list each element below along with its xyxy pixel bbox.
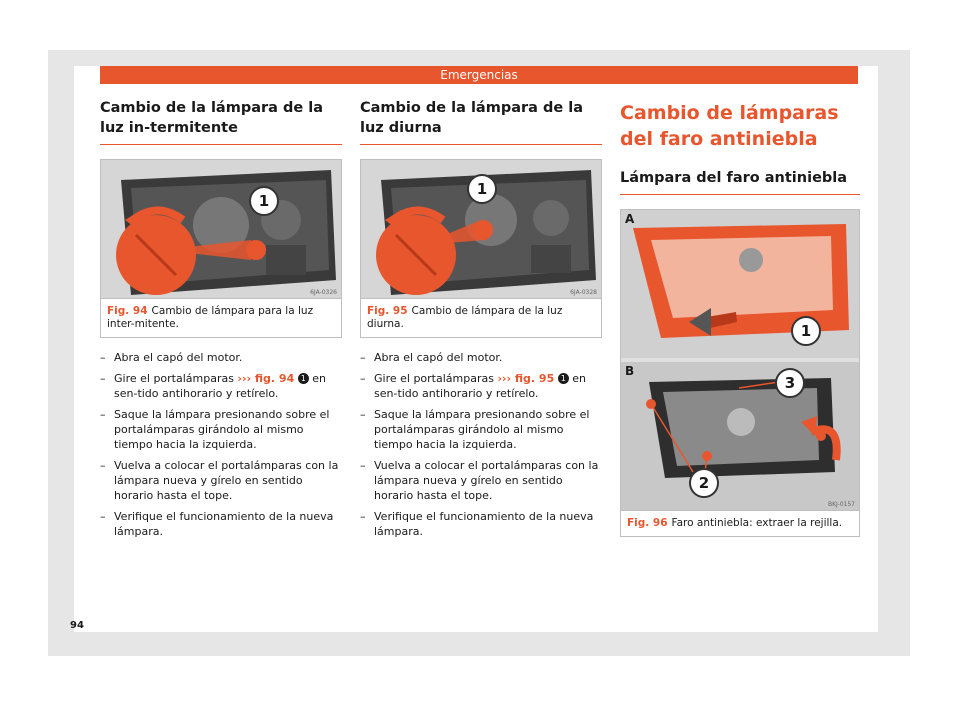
fog-light-title: Cambio de lámparas del faro antiniebla — [620, 102, 839, 150]
figure-code: 6JA-0328 — [570, 289, 597, 296]
figure-reference[interactable]: ››› fig. 95 — [497, 372, 555, 385]
figure-reference[interactable]: ››› fig. 94 — [237, 372, 295, 385]
heading-daytime-light: Cambio de la lámpara de la luz diurna — [360, 98, 602, 145]
marker-3: 3 — [775, 368, 805, 398]
page-number: 94 — [70, 620, 84, 631]
caption-text: Faro antiniebla: extraer la rejilla. — [671, 517, 843, 529]
callout-number: 1 — [297, 373, 309, 384]
fog-light-section: Lámpara del faro antiniebla — [620, 168, 860, 195]
step-1: Abra el capó del motor. — [360, 350, 602, 365]
step-4: Vuelva a colocar el portalámparas con la… — [100, 458, 342, 503]
steps-list: Abra el capó del motor. Gire el portalám… — [360, 350, 602, 539]
section-header: Emergencias — [100, 66, 858, 84]
column-turn-signal: Cambio de la lámpara de la luz in-termit… — [100, 98, 342, 545]
caption-text: Cambio de lámpara de la luz diurna. — [367, 305, 563, 330]
figure-label: Fig. 94 — [107, 305, 148, 317]
step-4: Vuelva a colocar el portalámparas con la… — [360, 458, 602, 503]
headlight-image: 1 6JA-0328 — [361, 160, 601, 298]
step-2: Gire el portalámparas ››› fig. 94 1 en s… — [100, 371, 342, 401]
step-1: Abra el capó del motor. — [100, 350, 342, 365]
callout-number: 1 — [557, 373, 569, 384]
step-5: Verifique el funcionamiento de la nueva … — [100, 509, 342, 539]
marker-2: 2 — [689, 468, 719, 498]
marker-1: 1 — [249, 186, 279, 216]
headlight-image: 1 6JA-0326 — [101, 160, 341, 298]
figure-label: Fig. 96 — [627, 517, 668, 529]
figure-code: 6JA-0326 — [310, 289, 337, 296]
fog-light-image: A B 1 3 2 BKJ-0157 — [621, 210, 859, 510]
steps-list: Abra el capó del motor. Gire el portalám… — [100, 350, 342, 539]
step-2: Gire el portalámparas ››› fig. 95 1 en s… — [360, 371, 602, 401]
heading-turn-signal: Cambio de la lámpara de la luz in-termit… — [100, 98, 342, 145]
column-fog-light: Cambio de lámparas del faro antiniebla L… — [620, 98, 860, 537]
column-daytime-light: Cambio de la lámpara de la luz diurna 1 … — [360, 98, 602, 545]
marker-1: 1 — [467, 174, 497, 204]
figure-code: BKJ-0157 — [827, 501, 855, 508]
panel-label-b: B — [625, 364, 635, 378]
panel-label-a: A — [625, 212, 635, 226]
marker-1: 1 — [791, 316, 821, 346]
step-3: Saque la lámpara presionando sobre el po… — [100, 407, 342, 452]
caption-text: Cambio de lámpara para la luz inter-mite… — [107, 305, 314, 330]
step-3: Saque la lámpara presionando sobre el po… — [360, 407, 602, 452]
step-5: Verifique el funcionamiento de la nueva … — [360, 509, 602, 539]
figure-label: Fig. 95 — [367, 305, 408, 317]
